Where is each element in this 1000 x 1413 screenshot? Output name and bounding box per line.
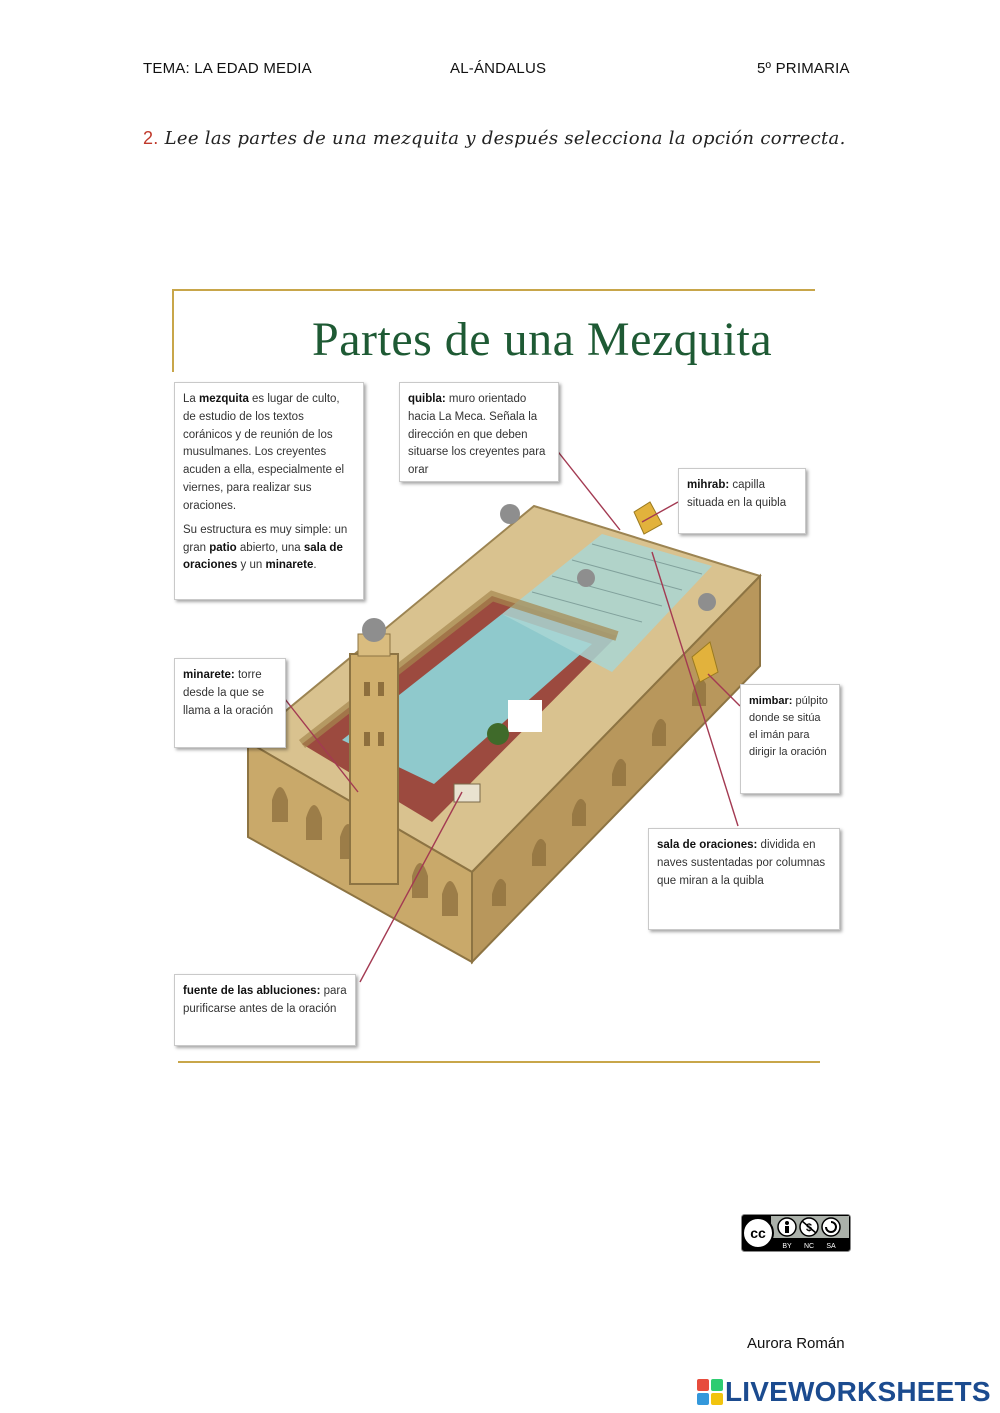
- brand-name: LIVEWORKSHEETS: [725, 1376, 991, 1407]
- instruction: 2.Lee las partes de una mezquita y despu…: [143, 128, 846, 149]
- label-mihrab: mihrab: capilla situada en la quibla: [678, 468, 806, 534]
- mezquita-p2-mid: abierto, una: [236, 541, 304, 554]
- license-sa: SA: [826, 1243, 836, 1250]
- figure-title: Partes de una Mezquita: [312, 313, 773, 366]
- minarete-term: minarete:: [183, 669, 235, 681]
- svg-text:$: $: [806, 1222, 812, 1234]
- sa-icon: [821, 1217, 841, 1237]
- sala-text: dividida en naves sustentadas por column…: [657, 839, 826, 887]
- fuente-term: fuente de las abluciones:: [183, 985, 321, 997]
- fuente-text: para purificarse antes de la oración: [183, 985, 347, 1015]
- cc-glyph: cc: [750, 1225, 766, 1241]
- label-fuente: fuente de las abluciones: para purificar…: [174, 974, 356, 1046]
- mezquita-p2-end: .: [313, 559, 317, 572]
- liveworksheets-logo[interactable]: LIVEWORKSHEETS: [697, 1376, 991, 1407]
- label-mezquita: La mezquita es lugar de culto, de estudi…: [174, 382, 364, 600]
- mosque-figure: Partes de una Mezquita La mezquita es lu…: [172, 262, 840, 1067]
- license-by: BY: [782, 1243, 792, 1250]
- license-nc: NC: [804, 1243, 814, 1250]
- mezquita-term: mezquita: [199, 393, 249, 405]
- mezquita-p2-and: y un: [237, 559, 266, 572]
- mihrab-term: mihrab:: [687, 479, 730, 491]
- mimbar-text: púlpito donde se sitúa el imán para diri…: [749, 695, 828, 759]
- author-name: Aurora Román: [747, 1335, 845, 1352]
- header-subject: AL-ÁNDALUS: [450, 60, 547, 77]
- quibla-term: quibla:: [408, 393, 446, 405]
- instruction-number: 2.: [143, 128, 159, 148]
- mezquita-patio-term: patio: [209, 541, 237, 554]
- header-grade: 5º PRIMARIA: [757, 60, 850, 77]
- label-minarete: minarete: torre desde la que se llama a …: [174, 658, 286, 748]
- header-topic: TEMA: LA EDAD MEDIA: [143, 60, 312, 77]
- mezquita-minarete-term: minarete: [265, 559, 314, 572]
- instruction-text: Lee las partes de una mezquita y después…: [164, 128, 846, 149]
- mezquita-p2-prefix: Su estructura es muy simple: un gran: [183, 523, 348, 554]
- mezquita-p1-prefix: La: [183, 393, 199, 405]
- label-sala-oraciones: sala de oraciones: dividida en naves sus…: [648, 828, 840, 930]
- minarete-text: torre desde la que se llama a la oración: [183, 669, 274, 717]
- mihrab-text: capilla situada en la quibla: [687, 479, 787, 509]
- liveworksheets-icon: [697, 1379, 723, 1405]
- cc-license-badge: cc $ BY NC SA: [741, 1214, 851, 1252]
- mezquita-sala-term: sala de oraciones: [183, 541, 343, 572]
- label-mimbar: mimbar: púlpito donde se sitúa el imán p…: [740, 684, 840, 794]
- mosque-illustration: [172, 289, 820, 1063]
- label-quibla: quibla: muro orientado hacia La Meca. Se…: [399, 382, 559, 482]
- mimbar-term: mimbar:: [749, 695, 793, 707]
- mezquita-p1-rest: es lugar de culto, de estudio de los tex…: [183, 393, 345, 512]
- sala-term: sala de oraciones:: [657, 839, 758, 851]
- quibla-text: muro orientado hacia La Meca. Señala la …: [408, 393, 546, 477]
